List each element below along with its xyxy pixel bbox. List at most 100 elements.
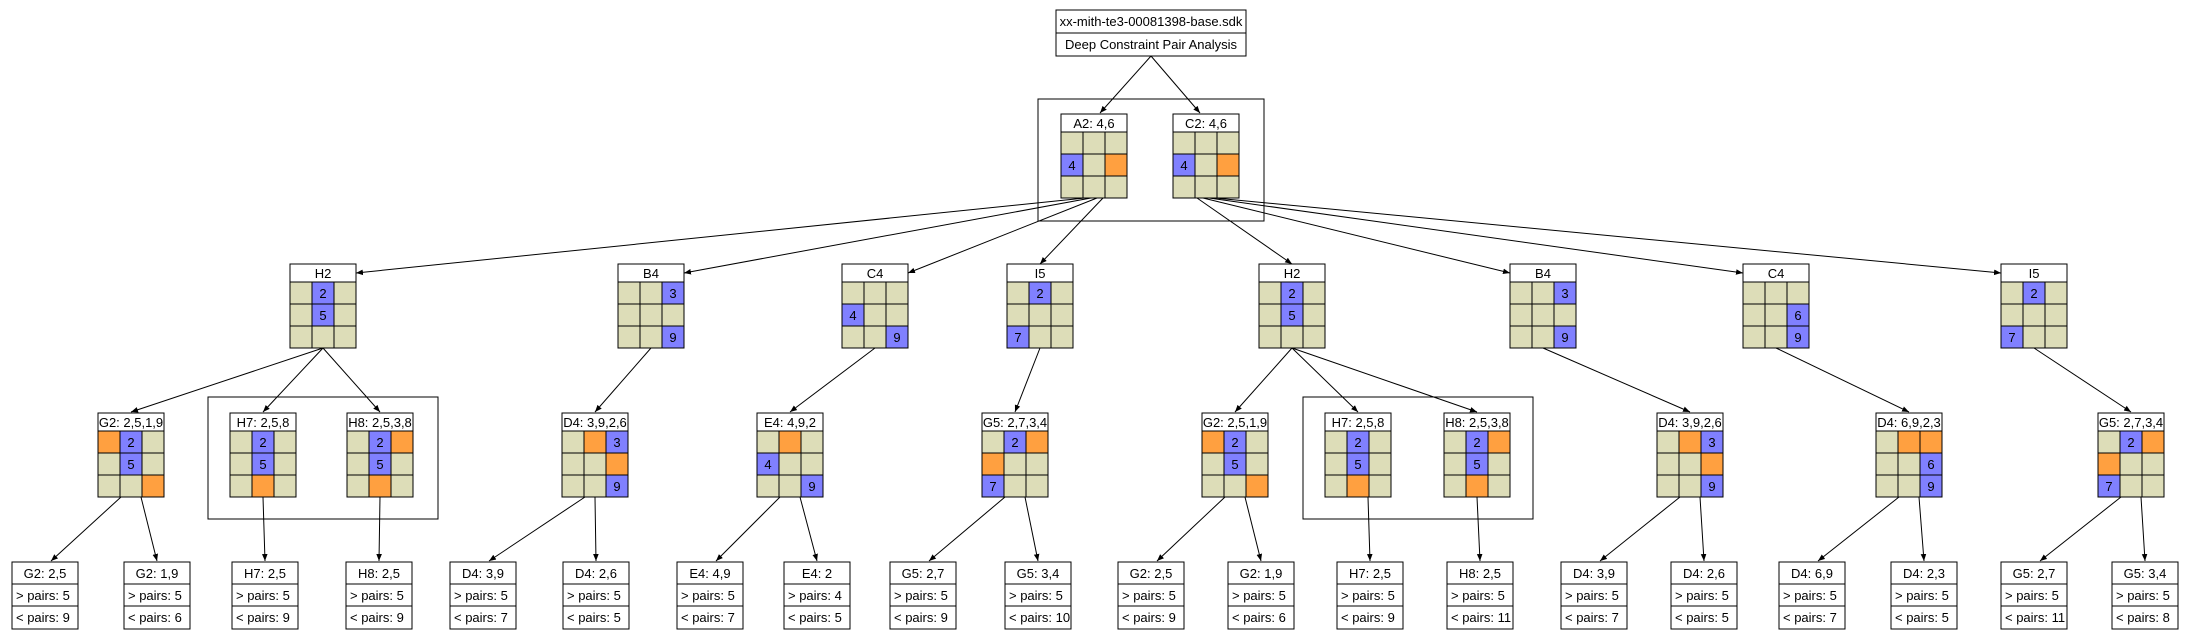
- level3-node-4[interactable]: E4: 4,9,249: [756, 412, 824, 498]
- level3-node-7[interactable]: H7: 2,5,825: [1324, 412, 1392, 498]
- level3-node-11[interactable]: G5: 2,7,3,427: [2097, 412, 2165, 498]
- level3-node-8[interactable]: H8: 2,5,3,825: [1443, 412, 1511, 498]
- candidate-cell: [1201, 452, 1225, 476]
- leaf-label: H8: 2,5: [1459, 566, 1501, 581]
- candidate-cell: [1194, 153, 1218, 177]
- level1-node-1[interactable]: C2: 4,64: [1172, 113, 1240, 199]
- leaf-label: H7: 2,5: [1349, 566, 1391, 581]
- leaf-node-6[interactable]: E4: 4,9> pairs: 5< pairs: 7: [676, 561, 744, 630]
- candidate-cell: [1201, 474, 1225, 498]
- candidate-digit: 2: [319, 286, 326, 301]
- leaf-node-17[interactable]: D4: 2,3> pairs: 5< pairs: 5: [1890, 561, 1958, 630]
- level3-node-2[interactable]: H8: 2,5,3,825: [346, 412, 414, 498]
- candidate-cell: [841, 281, 865, 305]
- leaf-node-1[interactable]: G2: 1,9> pairs: 5< pairs: 6: [123, 561, 191, 630]
- leaf-node-7[interactable]: E4: 2> pairs: 4< pairs: 5: [783, 561, 851, 630]
- candidate-cell: [1104, 175, 1128, 199]
- candidate-digit: 9: [893, 330, 900, 345]
- leaf-lt-pairs: < pairs: 8: [2116, 610, 2170, 625]
- leaf-label: E4: 2: [802, 566, 832, 581]
- candidate-cell: [2141, 452, 2165, 476]
- level2-node-1-label: B4: [643, 266, 659, 281]
- candidate-cell: [1006, 303, 1030, 327]
- leaf-node-13[interactable]: H8: 2,5> pairs: 5< pairs: 11: [1446, 561, 1514, 630]
- candidate-cell: [885, 303, 909, 327]
- leaf-gt-pairs: > pairs: 5: [16, 588, 70, 603]
- leaf-node-9[interactable]: G5: 3,4> pairs: 5< pairs: 10: [1004, 561, 1072, 630]
- candidate-cell: [1104, 131, 1128, 155]
- candidate-cell: [661, 303, 685, 327]
- leaf-node-14[interactable]: D4: 3,9> pairs: 5< pairs: 7: [1560, 561, 1628, 630]
- leaf-lt-pairs: < pairs: 5: [567, 610, 621, 625]
- tree-edge: [1156, 496, 1226, 562]
- leaf-node-5[interactable]: D4: 2,6> pairs: 5< pairs: 5: [562, 561, 630, 630]
- leaf-node-2[interactable]: H7: 2,5> pairs: 5< pairs: 9: [231, 561, 299, 630]
- tree-edge: [1244, 496, 1263, 562]
- tree-edge: [1918, 496, 1927, 562]
- tree-edge: [789, 347, 876, 413]
- level3-node-9[interactable]: D4: 3,9,2,639: [1656, 412, 1724, 498]
- root-node[interactable]: xx-mith-te3-00081398-base.sdk Deep Const…: [1055, 9, 1247, 57]
- candidate-cell: [1302, 303, 1326, 327]
- leaf-node-16[interactable]: D4: 6,9> pairs: 5< pairs: 7: [1778, 561, 1846, 630]
- candidate-cell: [1368, 474, 1392, 498]
- level3-node-3[interactable]: D4: 3,9,2,639: [561, 412, 629, 498]
- leaf-label: G5: 2,7: [2013, 566, 2056, 581]
- candidate-cell: [800, 452, 824, 476]
- level3-node-1[interactable]: H7: 2,5,825: [229, 412, 297, 498]
- leaf-node-10[interactable]: G2: 2,5> pairs: 5< pairs: 9: [1117, 561, 1185, 630]
- leaf-node-3[interactable]: H8: 2,5> pairs: 5< pairs: 9: [345, 561, 413, 630]
- candidate-cell: [1082, 153, 1106, 177]
- candidate-cell: [1060, 131, 1084, 155]
- candidate-cell: [756, 474, 780, 498]
- candidate-cell: [1028, 325, 1052, 349]
- leaf-node-15[interactable]: D4: 2,6> pairs: 5< pairs: 5: [1670, 561, 1738, 630]
- level1-node-0[interactable]: A2: 4,64: [1060, 113, 1128, 199]
- candidate-cell: [863, 303, 887, 327]
- leaf-lt-pairs: < pairs: 9: [1341, 610, 1395, 625]
- candidate-cell: [1742, 281, 1766, 305]
- candidate-cell: [390, 474, 414, 498]
- candidate-cell: [346, 452, 370, 476]
- leaf-node-8[interactable]: G5: 2,7> pairs: 5< pairs: 9: [889, 561, 957, 630]
- leaf-node-12[interactable]: H7: 2,5> pairs: 5< pairs: 9: [1336, 561, 1404, 630]
- candidate-cell: [1245, 452, 1269, 476]
- candidate-cell: [1025, 452, 1049, 476]
- leaf-node-0[interactable]: G2: 2,5> pairs: 5< pairs: 9: [11, 561, 79, 630]
- candidate-cell: [1700, 452, 1724, 476]
- leaf-gt-pairs: > pairs: 5: [1451, 588, 1505, 603]
- candidate-cell: [2097, 430, 2121, 454]
- leaf-node-18[interactable]: G5: 2,7> pairs: 5< pairs: 11: [2000, 561, 2068, 630]
- level3-node-5[interactable]: G5: 2,7,3,427: [981, 412, 1049, 498]
- tree-edge: [262, 347, 324, 413]
- leaf-node-19[interactable]: G5: 3,4> pairs: 5< pairs: 8: [2111, 561, 2179, 630]
- candidate-cell: [2000, 281, 2024, 305]
- level3-node-6[interactable]: G2: 2,5,1,925: [1201, 412, 1269, 498]
- leaf-node-4[interactable]: D4: 3,9> pairs: 5< pairs: 7: [449, 561, 517, 630]
- candidate-digit: 2: [1354, 435, 1361, 450]
- tree-edge: [1208, 197, 1744, 275]
- candidate-cell: [1324, 452, 1348, 476]
- tree-edge: [594, 347, 652, 413]
- candidate-digit: 9: [808, 479, 815, 494]
- candidate-cell: [1531, 281, 1555, 305]
- candidate-cell: [639, 303, 663, 327]
- candidate-cell: [2141, 474, 2165, 498]
- candidate-cell: [885, 325, 909, 349]
- candidate-cell: [1082, 131, 1106, 155]
- leaf-node-11[interactable]: G2: 1,9> pairs: 5< pairs: 6: [1227, 561, 1295, 630]
- level3-node-0[interactable]: G2: 2,5,1,925: [97, 412, 165, 498]
- candidate-cell: [368, 474, 392, 498]
- candidate-digit: 9: [1927, 479, 1934, 494]
- level3-node-10[interactable]: D4: 6,9,2,369: [1875, 412, 1943, 498]
- tree-edge: [1099, 55, 1152, 114]
- candidate-cell: [1216, 131, 1240, 155]
